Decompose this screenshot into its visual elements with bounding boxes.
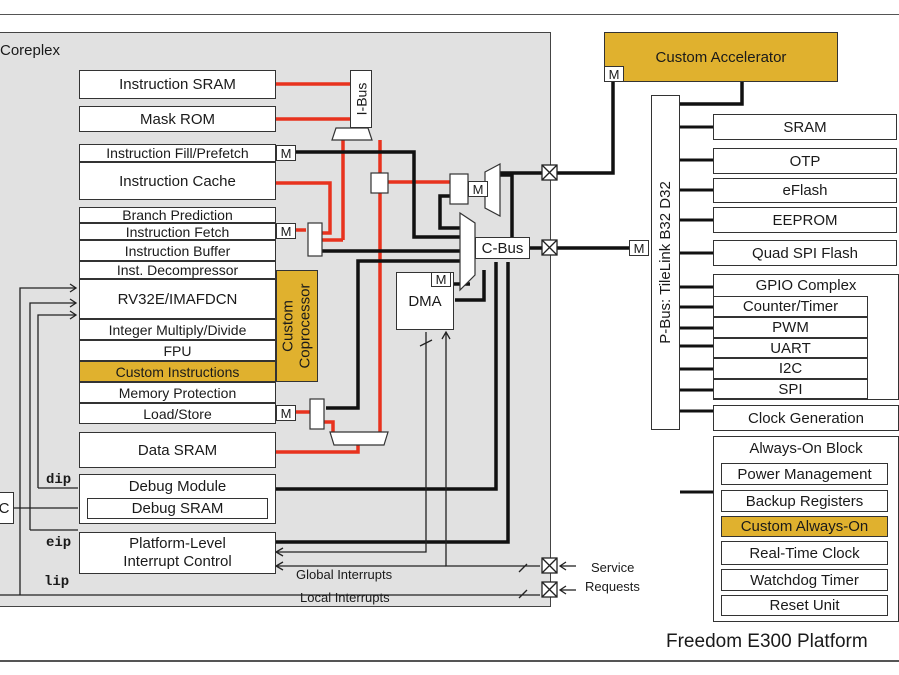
ibus-mux <box>331 127 373 141</box>
gpio-item: UART <box>713 338 868 358</box>
coprocessor-label-1: Custom <box>280 300 298 352</box>
c-bus-block: C-Bus <box>475 237 530 259</box>
accel-arbiter-box <box>449 173 469 205</box>
loadstore-arbiter-box <box>309 398 325 430</box>
plic-block: Platform-Level Interrupt Control <box>79 532 276 574</box>
eeprom-peripheral: EEPROM <box>713 207 897 233</box>
master-port-pbus: M <box>629 240 649 256</box>
dip-label: dip <box>46 472 72 488</box>
clock-generation-peripheral: Clock Generation <box>713 405 899 431</box>
wire-accel-master <box>557 82 615 175</box>
debug-module-label: Debug Module <box>128 478 227 495</box>
wire-pbus-accel <box>680 82 744 106</box>
always-on-item: Watchdog Timer <box>721 569 888 591</box>
master-port-dma: M <box>431 272 451 287</box>
data-bus-wires <box>276 82 744 544</box>
eip-label: eip <box>46 535 72 551</box>
platform-frame <box>0 14 899 662</box>
wire-plic-cbus <box>276 262 510 544</box>
pbus-stubs <box>680 125 713 494</box>
core-isa-block: RV32E/IMAFDCN <box>79 279 276 319</box>
gpio-item: SPI <box>713 379 868 399</box>
plic-label-2: Interrupt Control <box>123 553 232 570</box>
fpu-block: FPU <box>79 340 276 361</box>
custom-coprocessor-block: Custom Coprocessor <box>276 270 318 382</box>
instruction-sram-block: Instruction SRAM <box>79 70 276 99</box>
dside-mux <box>329 431 389 446</box>
quad-spi-flash-peripheral: Quad SPI Flash <box>713 240 897 266</box>
local-interrupts-label: Local Interrupts <box>300 590 390 605</box>
gpio-item: PWM <box>713 317 868 338</box>
always-on-item: Backup Registers <box>721 490 888 512</box>
master-port-prefetch: M <box>276 145 296 161</box>
p-bus-block: P-Bus: TileLink B32 D32 <box>651 95 680 430</box>
master-port-loadstore: M <box>276 405 296 421</box>
i-bus-label: I-Bus <box>353 82 369 116</box>
master-port-accel-arbiter: M <box>468 181 488 197</box>
requests-label: Requests <box>585 579 640 594</box>
crossbar-switches <box>541 164 558 598</box>
instruction-fetch-block: Instruction Fetch <box>79 223 276 240</box>
cbus-mux <box>459 211 476 292</box>
load-store-block: Load/Store <box>79 403 276 424</box>
wire-icache-fetchmux <box>276 181 332 235</box>
otp-peripheral: OTP <box>713 148 897 174</box>
inst-decompressor-block: Inst. Decompressor <box>79 261 276 279</box>
p-bus-label: P-Bus: TileLink B32 D32 <box>657 181 674 344</box>
master-port-accelerator: M <box>604 66 624 82</box>
interrupt-wires <box>0 283 576 599</box>
mask-rom-block: Mask ROM <box>79 106 276 132</box>
plic-label-1: Platform-Level <box>129 535 226 552</box>
fetch-arbiter-box <box>307 222 323 257</box>
gpio-item: Counter/Timer <box>713 296 868 317</box>
always-on-block-label: Always-On Block <box>749 440 863 457</box>
platform-title: Freedom E300 Platform <box>666 631 868 652</box>
sram-peripheral: SRAM <box>713 114 897 140</box>
lip-label: lip <box>44 574 70 590</box>
wire-loadstore-cbus <box>326 259 462 410</box>
custom-instructions-block: Custom Instructions <box>79 361 276 382</box>
coprocessor-label-2: Coprocessor <box>297 283 315 369</box>
gpio-complex-label: GPIO Complex <box>755 277 857 294</box>
global-interrupts-label: Global Interrupts <box>296 567 393 582</box>
custom-accelerator-block: Custom Accelerator <box>604 32 838 82</box>
memory-protection-block: Memory Protection <box>79 382 276 403</box>
coreplex-title: Coreplex <box>0 42 61 59</box>
branch-prediction-block: Branch Prediction <box>79 207 276 223</box>
data-sram-block: Data SRAM <box>79 432 276 468</box>
instruction-fill-prefetch-block: Instruction Fill/Prefetch <box>79 144 276 162</box>
wire-prefetch-cbus <box>296 150 462 239</box>
instruction-cache-block: Instruction Cache <box>79 162 276 200</box>
wire-debug-cbus <box>276 262 498 491</box>
debug-sram-block: Debug SRAM <box>87 498 268 519</box>
integer-mul-div-block: Integer Multiply/Divide <box>79 319 276 340</box>
master-port-fetch: M <box>276 223 296 239</box>
always-on-item: Real-Time Clock <box>721 541 888 565</box>
icache-port-box <box>370 172 389 194</box>
gpio-item: I2C <box>713 358 868 379</box>
wire-dsram <box>276 443 360 454</box>
i-bus-block: I-Bus <box>350 70 372 128</box>
service-label: Service <box>591 560 635 575</box>
always-on-item-custom: Custom Always-On <box>721 516 888 537</box>
instruction-buffer-block: Instruction Buffer <box>79 240 276 261</box>
eflash-peripheral: eFlash <box>713 178 897 203</box>
jtag-block: C <box>0 492 14 524</box>
always-on-item: Reset Unit <box>721 595 888 616</box>
always-on-item: Power Management <box>721 463 888 485</box>
